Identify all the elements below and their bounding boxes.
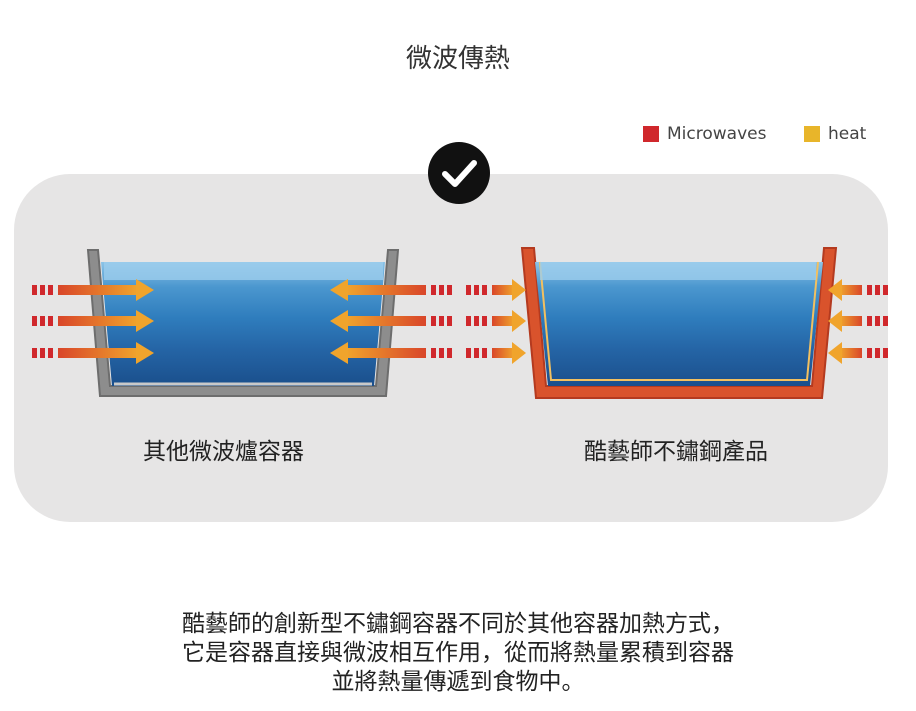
legend-microwaves-swatch (643, 126, 659, 142)
legend-microwaves: Microwaves (643, 124, 766, 144)
diagram-title: 微波傳熱 (405, 44, 510, 74)
right-container (520, 247, 838, 399)
left-caption: 其他微波爐容器 (143, 439, 304, 465)
left-container-right-arrows (330, 279, 452, 364)
legend-microwaves-label: Microwaves (667, 124, 767, 144)
legend-heat-label: heat (828, 124, 867, 144)
description-line: 並將熱量傳遞到食物中。 (331, 669, 585, 695)
left-container (86, 249, 400, 397)
left-container-left-arrows (32, 279, 154, 364)
description-line: 酷藝師的創新型不鏽鋼容器不同於其他容器加熱方式， (182, 611, 734, 637)
right-caption: 酷藝師不鏽鋼產品 (584, 439, 768, 465)
right-container-right-arrows (828, 279, 888, 364)
checkmark-icon (428, 142, 490, 204)
right-container-left-arrows (466, 279, 526, 364)
legend-heat-swatch (804, 126, 820, 142)
description-line: 它是容器直接與微波相互作用，從而將熱量累積到容器 (182, 640, 734, 666)
description: 酷藝師的創新型不鏽鋼容器不同於其他容器加熱方式， 它是容器直接與微波相互作用，從… (0, 610, 916, 697)
legend-heat: heat (804, 124, 866, 144)
